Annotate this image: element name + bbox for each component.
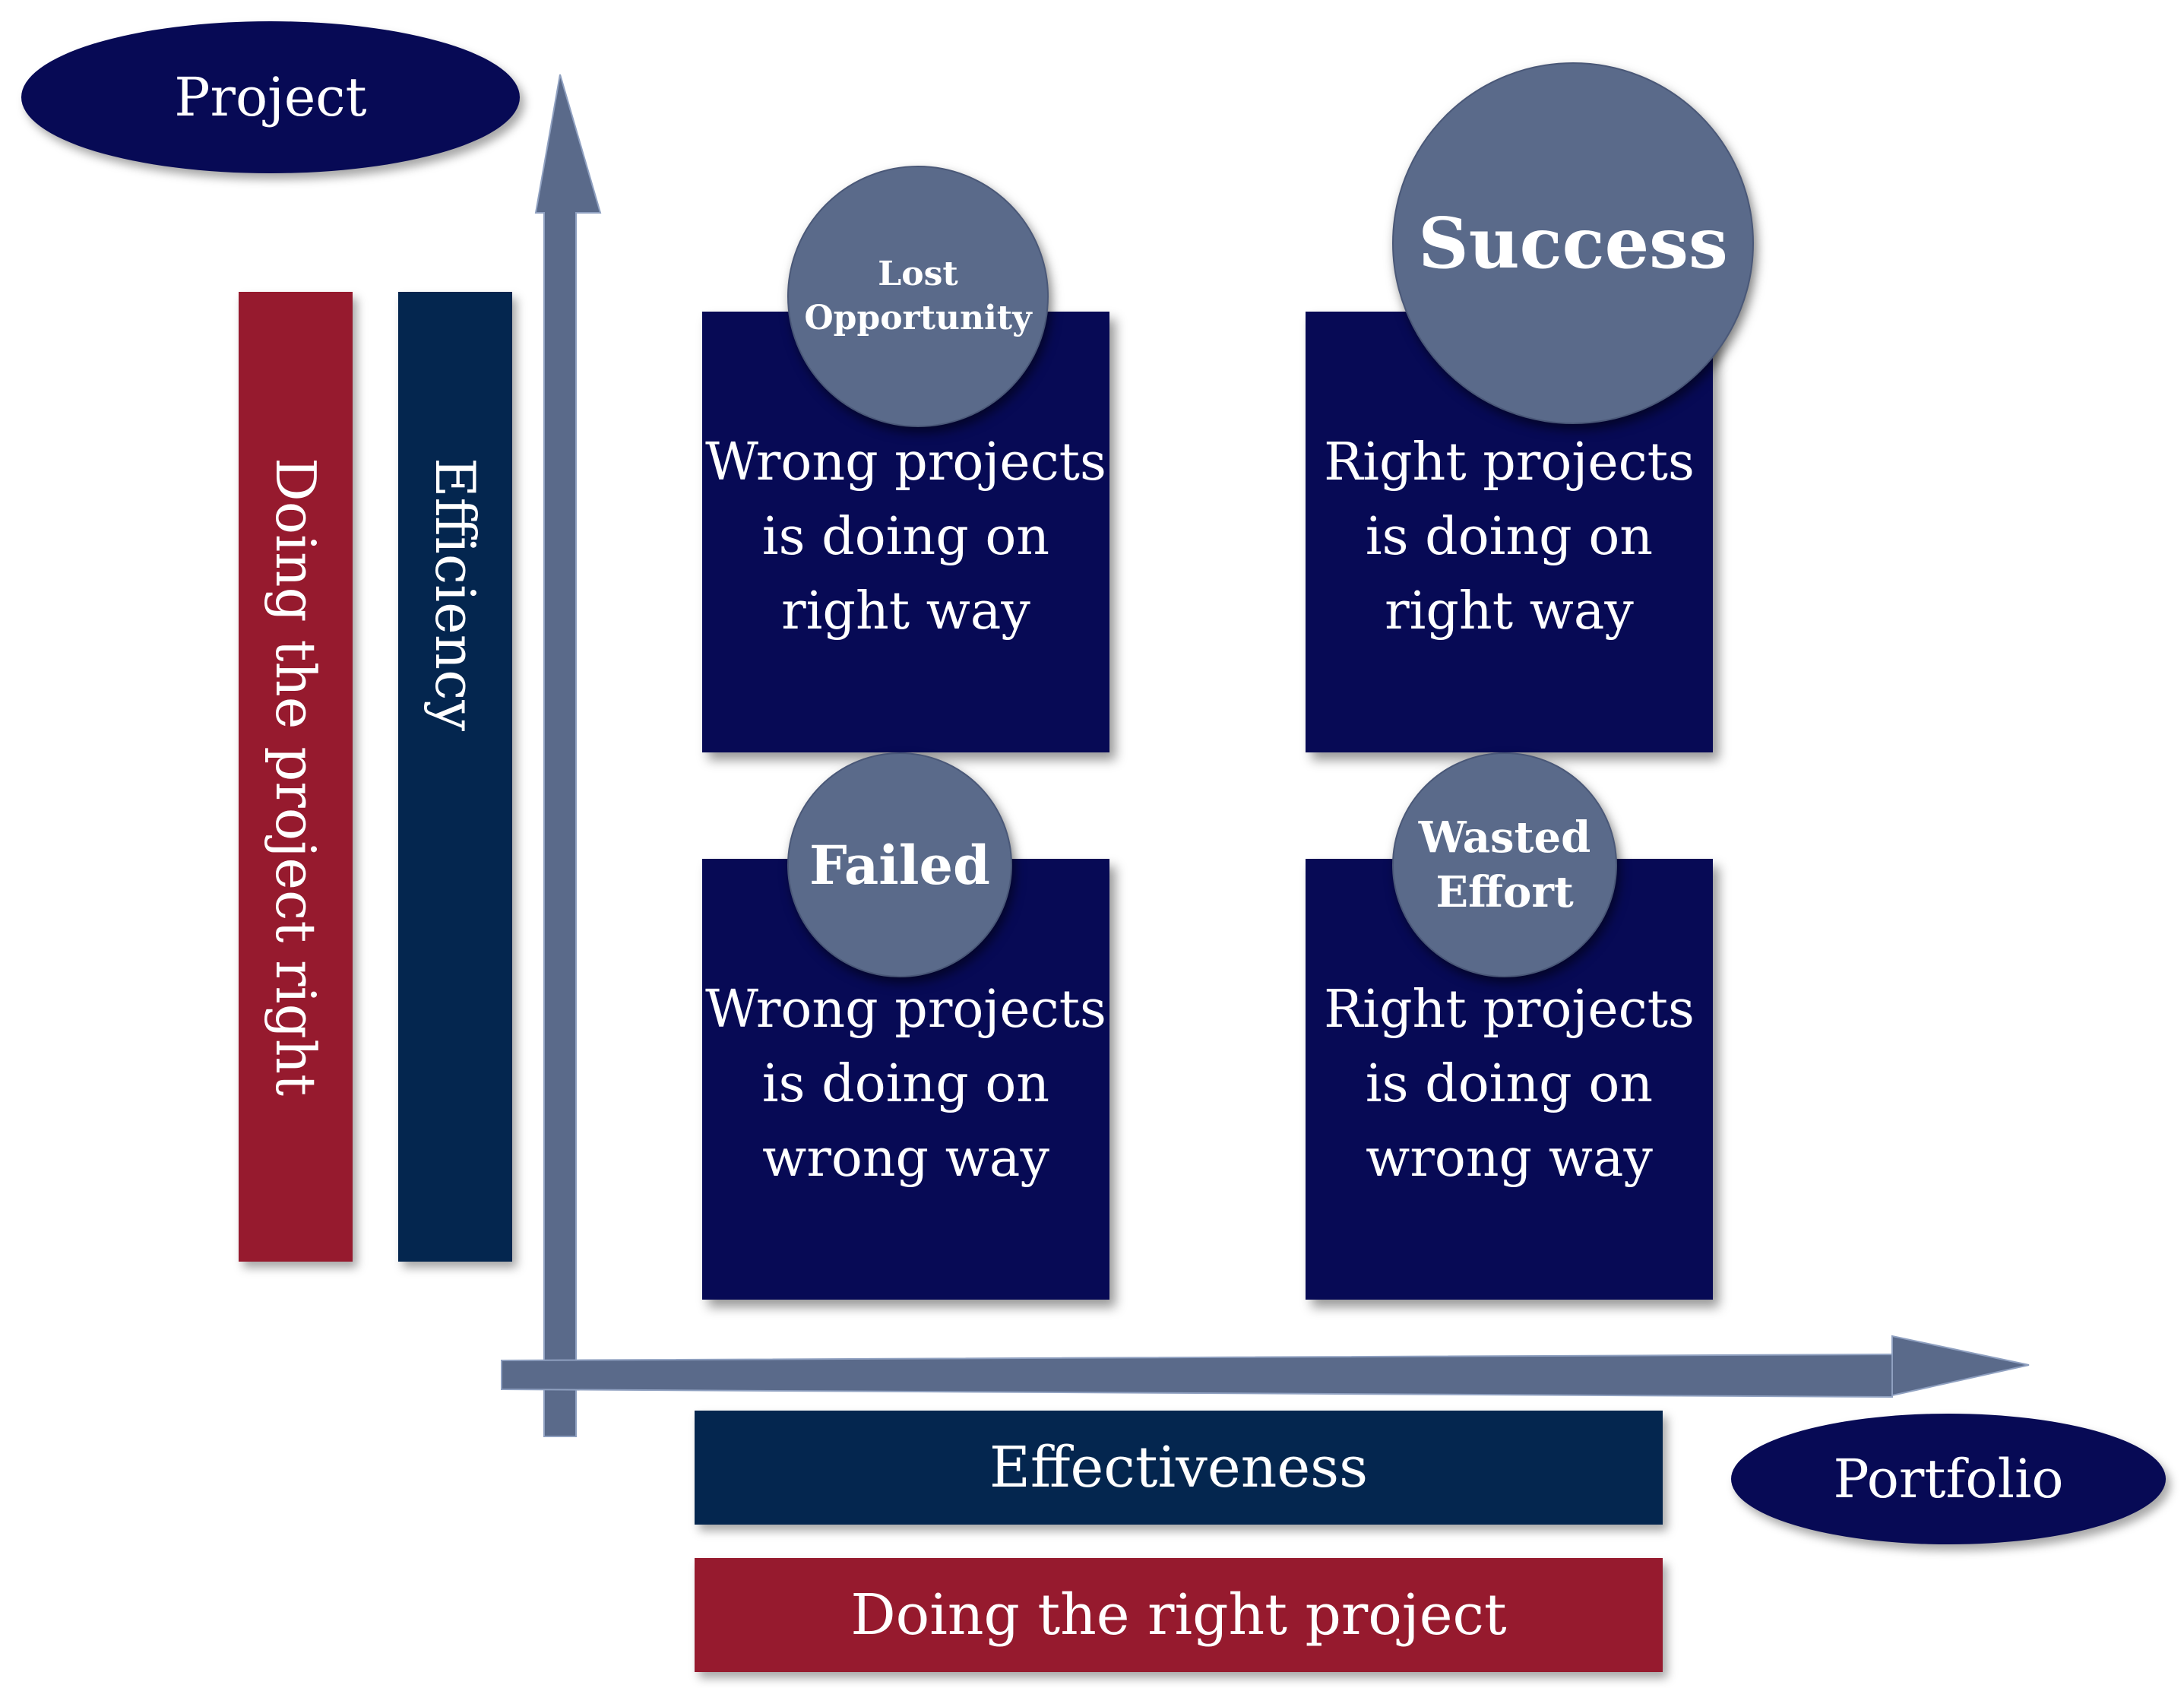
effectiveness-bar: Effectiveness [695,1411,1663,1525]
badge-line: Failed [809,833,990,897]
quad-line: is doing on [761,507,1050,567]
quad-line: is doing on [1365,1054,1654,1114]
quad-line: is doing on [761,1054,1050,1114]
doing-project-right-label: Doing the project right [264,457,328,1097]
horizontal-axis-arrowhead [1891,1335,2030,1397]
badge-line: Opportunity [804,299,1032,337]
portfolio-oval: Portfolio [1731,1414,2166,1544]
quadrant-top-left: Wrong projects is doing on right way [702,312,1109,752]
doing-right-project-label: Doing the right project [850,1582,1507,1648]
project-oval: Project [21,21,520,173]
doing-project-right-bar: Doing the project right [239,292,353,1262]
badge-line: Effort [1435,867,1574,917]
success-badge: Success [1392,62,1754,424]
quadrant-bottom-left: Wrong projects is doing on wrong way [702,859,1109,1300]
lost-opportunity-badge: Lost Opportunity [787,166,1049,427]
vertical-axis-arrow [534,74,602,1437]
quad-line: Right projects [1324,432,1695,492]
doing-right-project-bar: Doing the right project [695,1558,1663,1672]
badge-line: Wasted [1418,812,1591,863]
quad-line: Right projects [1324,980,1695,1040]
quad-line: right way [781,581,1030,641]
effectiveness-label: Effectiveness [989,1435,1369,1500]
quad-line: is doing on [1365,507,1654,567]
wasted-effort-badge: Wasted Effort [1392,752,1617,977]
quad-line: Wrong projects [705,432,1106,492]
failed-badge: Failed [787,752,1012,977]
badge-line: Lost [878,255,958,293]
quadrant-top-right: Right projects is doing on right way [1306,312,1713,752]
horizontal-axis-arrow [501,1353,1893,1398]
portfolio-label: Portfolio [1833,1448,2064,1510]
efficiency-bar: Efficiency [398,292,512,1262]
efficiency-label: Efficiency [423,457,487,732]
quad-line: right way [1385,581,1634,641]
quadrant-bottom-right: Right projects is doing on wrong way [1306,859,1713,1300]
badge-line: Success [1418,202,1728,284]
quad-line: wrong way [1366,1129,1653,1189]
quad-line: wrong way [762,1129,1049,1189]
quad-line: Wrong projects [705,980,1106,1040]
project-label: Project [174,66,367,128]
